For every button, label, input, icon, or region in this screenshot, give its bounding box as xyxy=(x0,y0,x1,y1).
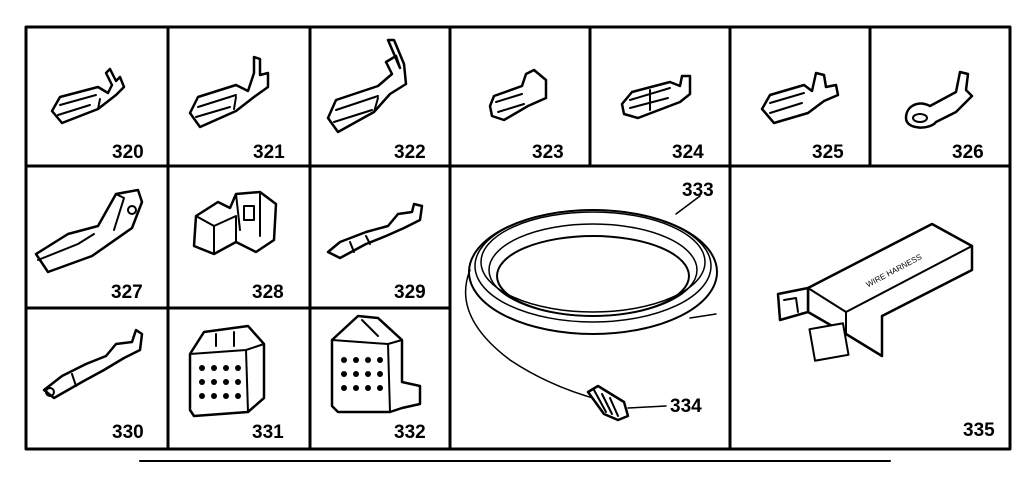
part-number-332: 332 xyxy=(394,422,426,443)
female-terminal-xlarge-icon xyxy=(326,38,408,134)
small-terminal-icon xyxy=(488,68,548,122)
female-terminal-large-icon xyxy=(188,55,270,129)
flag-terminal-icon xyxy=(620,74,692,120)
pin-terminal-icon xyxy=(326,202,424,260)
part-number-322: 322 xyxy=(394,142,426,163)
part-number-327: 327 xyxy=(111,282,143,303)
grid-frame xyxy=(24,25,1012,462)
part-number-325: 325 xyxy=(812,142,844,163)
part-number-320: 320 xyxy=(112,142,144,163)
part-number-333: 333 xyxy=(682,180,714,201)
insulated-terminal-icon xyxy=(760,71,840,125)
part-number-329: 329 xyxy=(394,282,426,303)
terminal-clip-icon xyxy=(192,190,278,256)
part-number-328: 328 xyxy=(252,282,284,303)
part-number-326: 326 xyxy=(952,142,984,163)
part-number-331: 331 xyxy=(252,422,284,443)
part-number-335: 335 xyxy=(963,420,995,441)
socket-terminal-icon xyxy=(42,328,144,400)
part-number-321: 321 xyxy=(253,142,285,163)
wire-coil-icon xyxy=(464,195,718,401)
part-number-323: 323 xyxy=(532,142,564,163)
connector-block-flanged-icon xyxy=(330,314,422,414)
part-number-330: 330 xyxy=(112,422,144,443)
part-number-334: 334 xyxy=(670,396,702,417)
part-number-324: 324 xyxy=(672,142,704,163)
wire-nut-icon xyxy=(586,384,667,422)
wire-harness-box-icon: WIRE HARNESS xyxy=(776,222,974,362)
ring-terminal-icon xyxy=(904,70,974,129)
connector-block-icon xyxy=(188,324,266,418)
female-terminal-icon xyxy=(50,67,126,125)
right-angle-terminal-icon xyxy=(34,188,144,274)
